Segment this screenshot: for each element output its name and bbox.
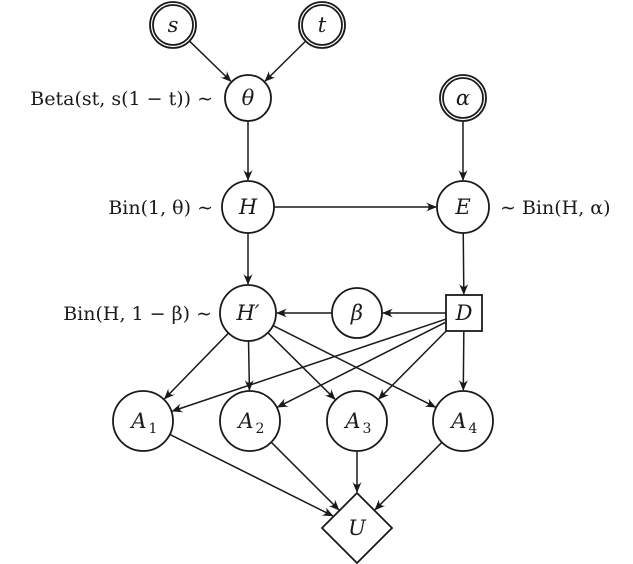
node-label: U: [348, 516, 367, 540]
edge-e-to-d: [459, 232, 469, 295]
node-label: t: [318, 13, 327, 37]
node-label: H′: [235, 301, 259, 325]
edge-hprime-to-a1: [163, 332, 230, 400]
node-circle: [436, 180, 490, 234]
node-circle: [326, 390, 388, 452]
node-label: α: [456, 86, 470, 110]
utility-diamond: [320, 491, 394, 564]
edge-d-to-a4: [458, 330, 468, 391]
decision-square: [445, 294, 483, 332]
edge-hprime-to-a3: [267, 332, 336, 400]
node-e: E: [436, 180, 490, 234]
edge-t-to-theta: [264, 40, 307, 82]
node-subscript: 4: [469, 421, 478, 437]
node-circle: [331, 287, 383, 339]
node-label: A: [129, 409, 146, 433]
node-label: A: [343, 409, 360, 433]
node-label: A: [236, 409, 253, 433]
node-label: A: [449, 409, 466, 433]
node-beta: β: [331, 287, 383, 339]
edges-layer: [163, 40, 469, 517]
edge-s-to-theta: [188, 40, 232, 82]
edge-hprime-to-a2: [244, 340, 254, 391]
edge-hprime-to-a4: [272, 324, 437, 408]
node-label: β: [350, 301, 363, 325]
node-s: s: [149, 1, 197, 49]
node-theta: θ: [224, 74, 272, 122]
node-circle: [152, 4, 194, 46]
distribution-label-h: Bin(1, θ) ∼: [108, 197, 213, 219]
node-h: H: [221, 180, 275, 234]
edge-a4-to-u: [374, 441, 443, 511]
node-label: θ: [242, 86, 255, 110]
node-circle: [301, 4, 343, 46]
node-d: D: [445, 294, 483, 332]
node-alpha: α: [439, 74, 487, 122]
node-label: H: [238, 195, 258, 219]
node-circle: [221, 180, 275, 234]
node-t: t: [298, 1, 346, 49]
node-circle: [432, 390, 494, 452]
node-circle: [219, 390, 281, 452]
node-circle: [224, 74, 272, 122]
distribution-label-theta: Beta(st, s(1 − t)) ∼: [30, 88, 213, 110]
node-subscript: 2: [256, 421, 265, 437]
edge-a2-to-u: [270, 441, 340, 511]
node-circle: [442, 77, 484, 119]
node-circle: [219, 284, 277, 342]
node-subscript: 1: [149, 421, 158, 437]
node-subscript: 3: [363, 421, 372, 437]
edge-d-to-a2: [276, 321, 447, 408]
distribution-label-e: ∼ Bin(H, α): [500, 197, 611, 219]
distribution-label-hprime: Bin(H, 1 − β) ∼: [63, 303, 212, 325]
node-label: s: [168, 13, 179, 37]
node-hprime: H′: [219, 284, 277, 342]
edge-d-to-a3: [378, 330, 447, 400]
node-label: E: [454, 195, 470, 219]
node-label: D: [455, 301, 473, 325]
node-u: U: [320, 491, 394, 564]
edge-d-to-a1: [171, 318, 447, 413]
node-circle: [112, 390, 174, 452]
edge-a1-to-u: [169, 433, 334, 517]
